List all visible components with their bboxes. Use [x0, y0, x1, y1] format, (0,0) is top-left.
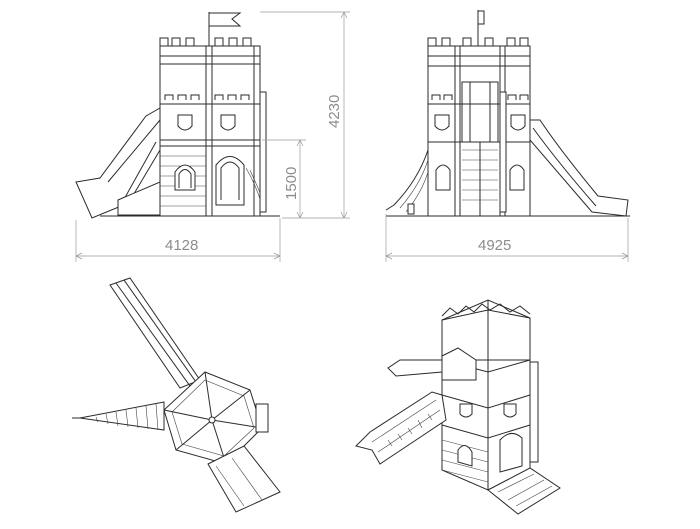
front-view: 4128 4230 1500 [75, 11, 350, 262]
side-climbing-wall [462, 142, 498, 216]
top-slide [109, 277, 201, 389]
front-tower [159, 37, 267, 217]
side-view: 4925 [385, 10, 630, 262]
side-width-label: 4925 [478, 237, 511, 254]
front-flag [208, 12, 242, 48]
iso-ramp [487, 467, 561, 515]
front-shield-left [177, 114, 193, 131]
front-dimensions: 4128 4230 1500 [75, 11, 350, 262]
side-tower [427, 37, 531, 217]
top-hex-platform [163, 371, 263, 465]
iso-door [499, 433, 523, 473]
side-slide [529, 119, 629, 217]
top-view [72, 277, 281, 513]
top-bridge [255, 403, 269, 433]
top-rope-ladder [72, 401, 165, 431]
side-window-right [509, 164, 525, 191]
iso-upper-slide [387, 347, 477, 381]
iso-window [457, 445, 473, 467]
iso-tower [441, 299, 539, 491]
side-window-left [435, 164, 451, 191]
iso-long-slide [355, 391, 447, 465]
side-rope-net [385, 149, 429, 215]
top-ramp [207, 445, 281, 513]
total-height-label: 4230 [326, 95, 343, 128]
front-window [174, 164, 196, 191]
front-width-label: 4128 [165, 237, 198, 254]
front-slide [75, 107, 161, 219]
iso-shield-left [459, 403, 473, 418]
front-shield-right [220, 114, 236, 131]
iso-shield-right [503, 403, 517, 418]
front-door [215, 156, 245, 206]
side-shield-left [434, 114, 450, 131]
side-shield-right [510, 114, 526, 131]
platform-height-label: 1500 [283, 167, 300, 200]
iso-view [355, 299, 561, 515]
side-dimensions: 4925 [385, 214, 629, 262]
